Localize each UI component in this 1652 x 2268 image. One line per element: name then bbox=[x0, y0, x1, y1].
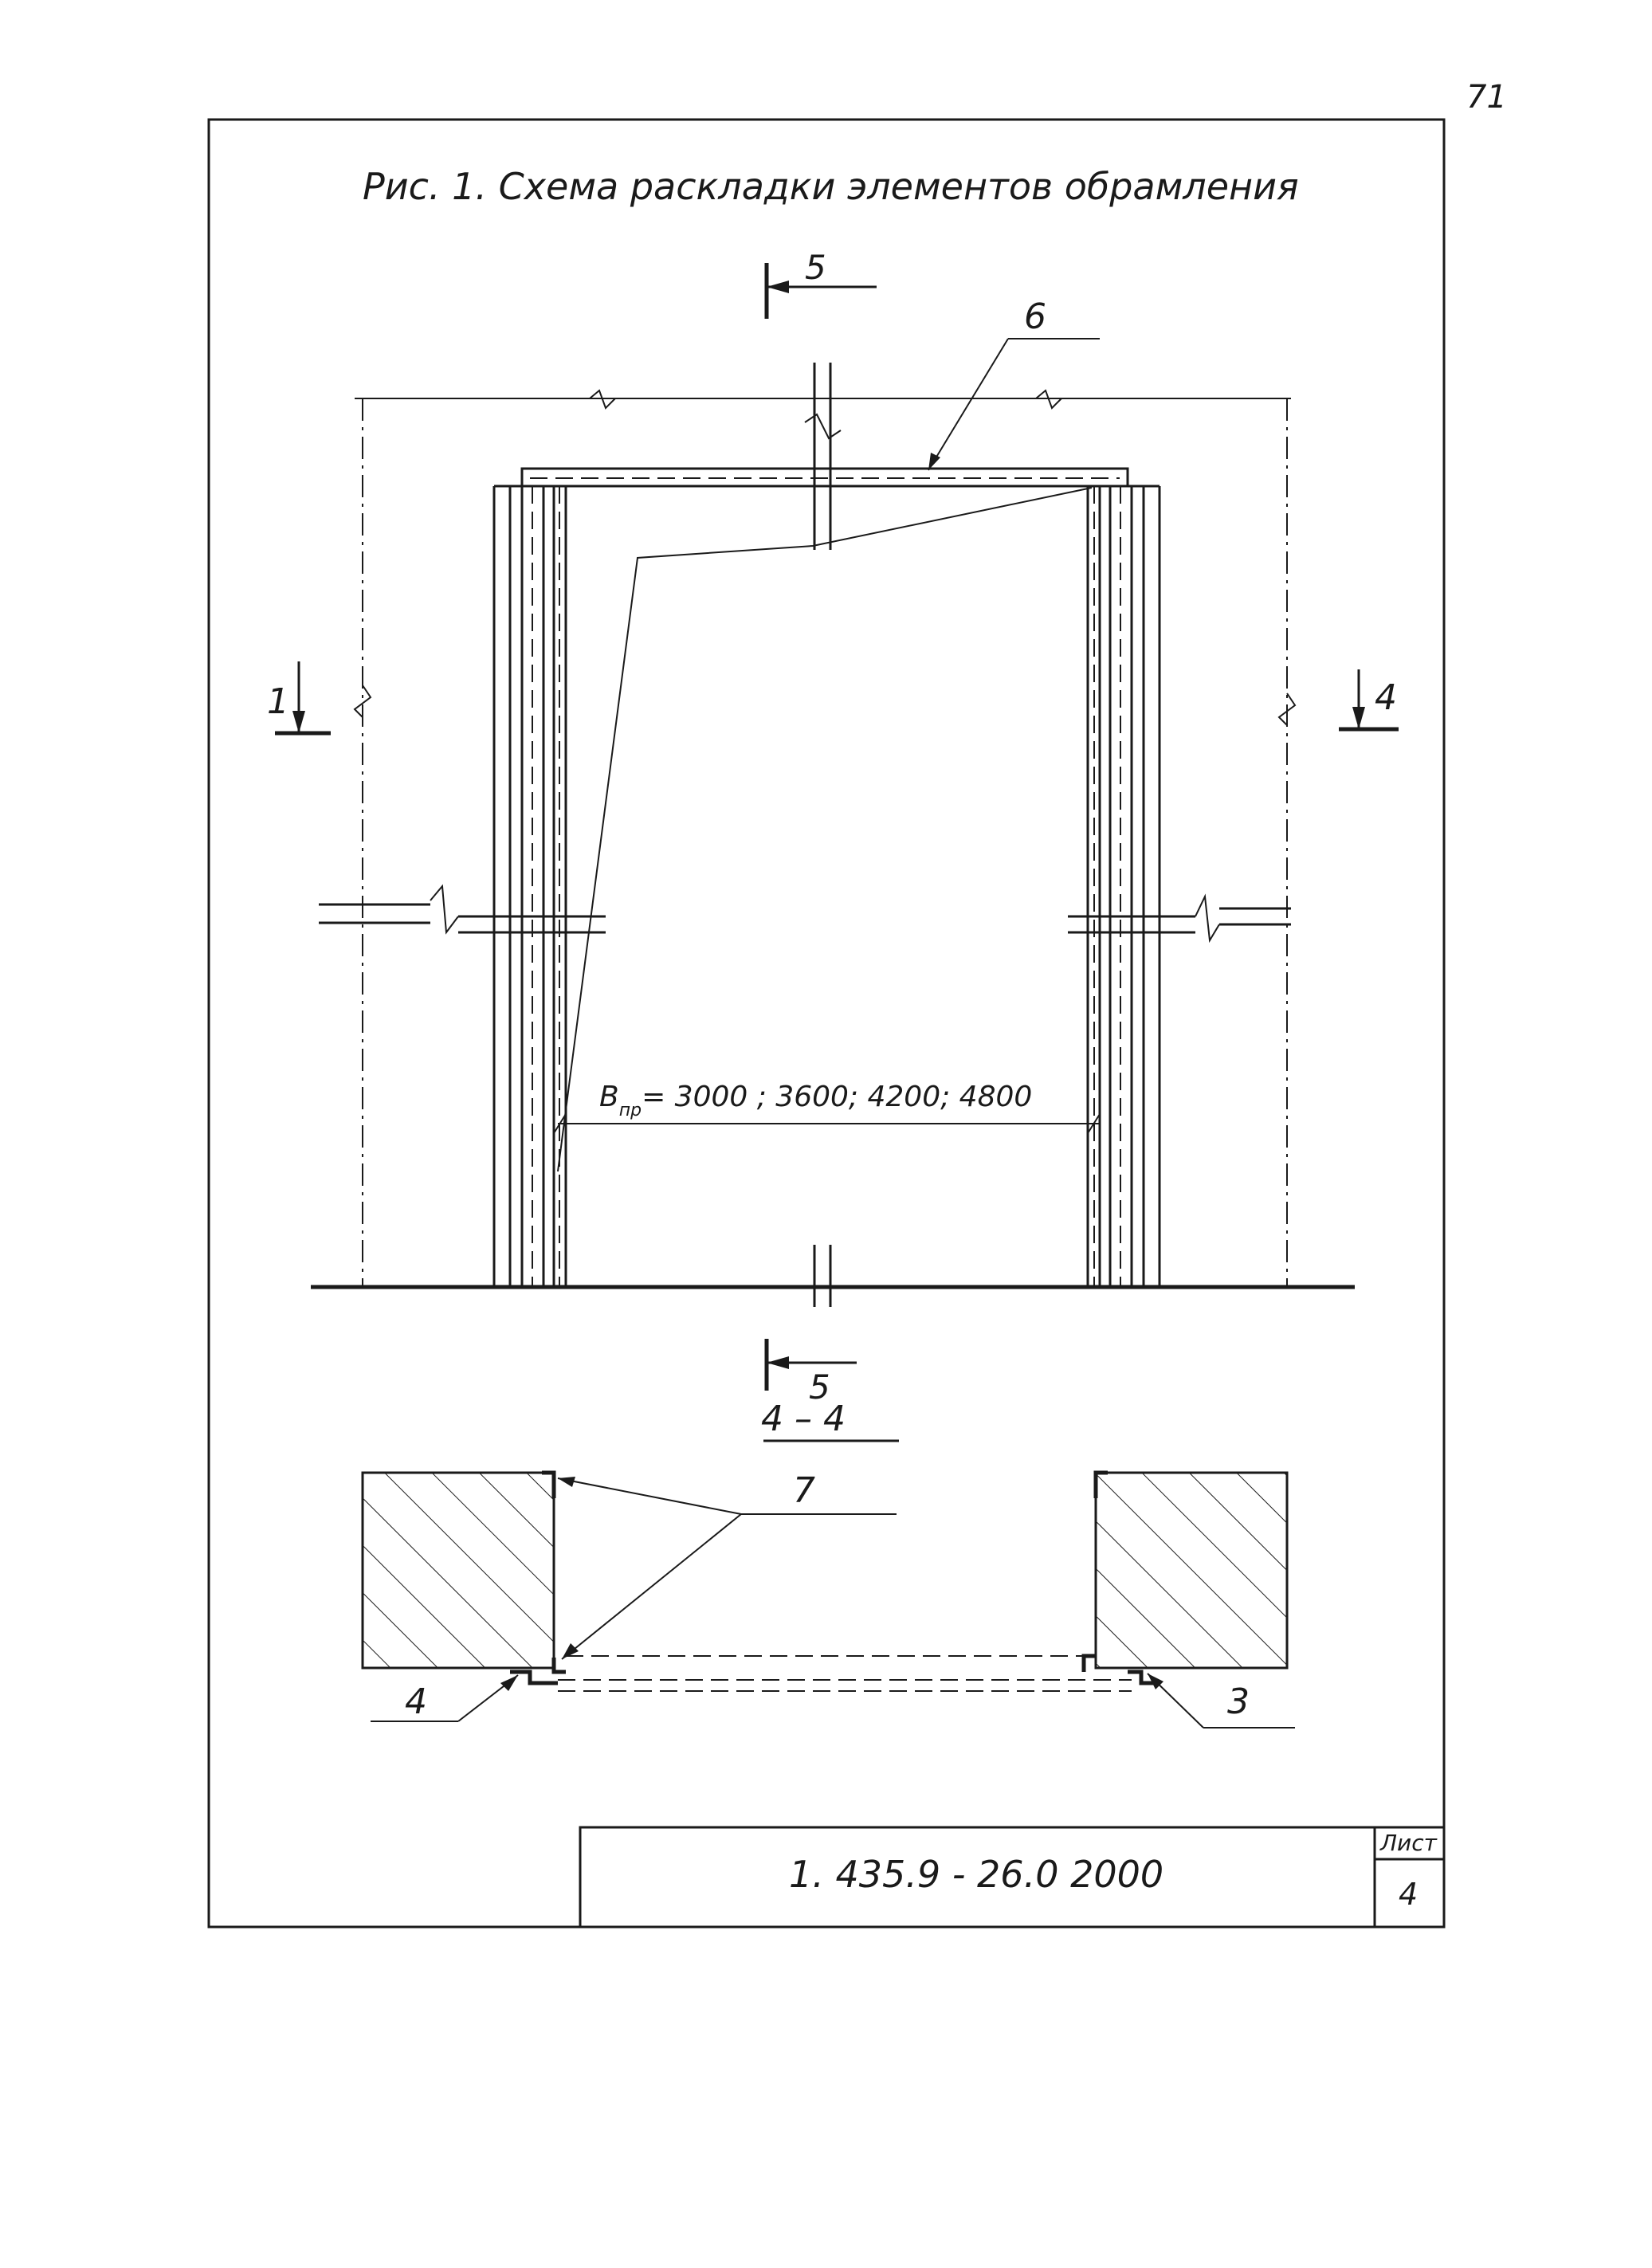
callout-7-label: 7 bbox=[793, 1470, 815, 1511]
right-wall-section bbox=[1094, 1471, 1289, 1670]
wall-break-right bbox=[1068, 893, 1291, 944]
right-jamb bbox=[1086, 485, 1161, 1287]
overall-dimension-top bbox=[353, 389, 1297, 1287]
section-title: 4 – 4 bbox=[761, 1399, 846, 1439]
callout-3-label: 3 bbox=[1227, 1681, 1250, 1722]
document-code: 1. 435.9 - 26.0 2000 bbox=[789, 1853, 1163, 1896]
callout-4-label: 4 bbox=[405, 1681, 427, 1722]
section-mark-left-label: 1 bbox=[267, 681, 289, 722]
section-mark-right: 4 bbox=[1339, 669, 1399, 732]
left-jamb bbox=[492, 485, 567, 1287]
section-mark-bottom-label: 5 bbox=[809, 1367, 830, 1407]
plan-lintel bbox=[558, 1655, 1132, 1692]
wall-break-left bbox=[319, 884, 606, 935]
sheet-number: 4 bbox=[1399, 1877, 1418, 1912]
elevation-view: 5 bbox=[267, 248, 1399, 1407]
center-break-bottom bbox=[813, 1245, 832, 1307]
section-4-4: 4 – 4 bbox=[361, 1399, 1295, 1728]
page-number: 71 bbox=[1466, 79, 1507, 116]
callout-3: 3 bbox=[1147, 1673, 1295, 1728]
span-dimension: Bпр= 3000 ; 3600; 4200; 4800 bbox=[553, 1081, 1101, 1134]
section-mark-left: 1 bbox=[267, 661, 331, 736]
section-mark-bottom: 5 bbox=[764, 1339, 857, 1407]
callout-6: 6 bbox=[557, 296, 1100, 1172]
sheet-label: Лист bbox=[1379, 1830, 1438, 1856]
lintel-element bbox=[520, 467, 1129, 488]
span-dimension-label: Bпр= 3000 ; 3600; 4200; 4800 bbox=[599, 1081, 1032, 1120]
section-mark-right-label: 4 bbox=[1375, 677, 1397, 718]
section-mark-top: 5 bbox=[764, 248, 877, 319]
title-block: 1. 435.9 - 26.0 2000 Лист 4 bbox=[579, 1826, 1446, 1929]
center-break-top bbox=[804, 363, 842, 550]
left-wall-section bbox=[361, 1471, 555, 1670]
callout-7: 7 bbox=[557, 1470, 897, 1660]
section-mark-top-label: 5 bbox=[805, 248, 826, 287]
angle-profiles bbox=[510, 1470, 1160, 1685]
figure-title: Рис. 1. Схема раскладки элементов обрамл… bbox=[363, 165, 1299, 208]
callout-6-label: 6 bbox=[1024, 296, 1046, 337]
callout-4: 4 bbox=[371, 1674, 519, 1722]
